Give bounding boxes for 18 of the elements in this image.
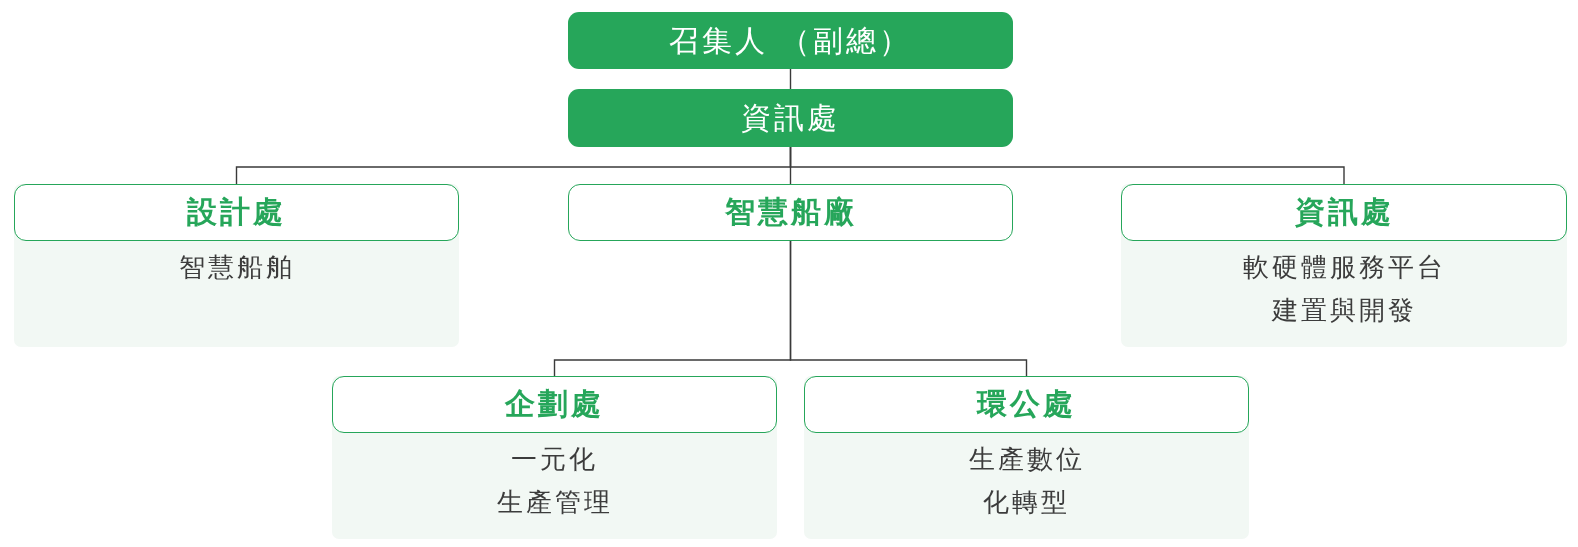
connector-line <box>789 68 792 90</box>
department-box: 智慧船廠 <box>568 184 1013 241</box>
leader-box: 召集人 （副總） <box>568 12 1013 69</box>
department-header: 設計處 <box>14 184 459 241</box>
connector-line <box>789 240 1028 377</box>
connector-line <box>789 146 1345 185</box>
department-card <box>804 376 1249 539</box>
duty-text: 智慧船舶 <box>178 251 295 284</box>
department-header: 企劃處 <box>332 376 777 433</box>
department-card <box>1121 184 1567 347</box>
department-header: 環公處 <box>804 376 1249 433</box>
department-box: 資訊處 <box>568 89 1013 147</box>
duty-text: 生產數位化轉型 <box>968 443 1085 519</box>
department-header: 資訊處 <box>1121 184 1567 241</box>
department-card <box>14 184 459 347</box>
department-card <box>332 376 777 539</box>
duty-text: 一元化生產管理 <box>496 443 613 519</box>
duty-text: 軟硬體服務平台建置與開發 <box>1242 251 1446 327</box>
